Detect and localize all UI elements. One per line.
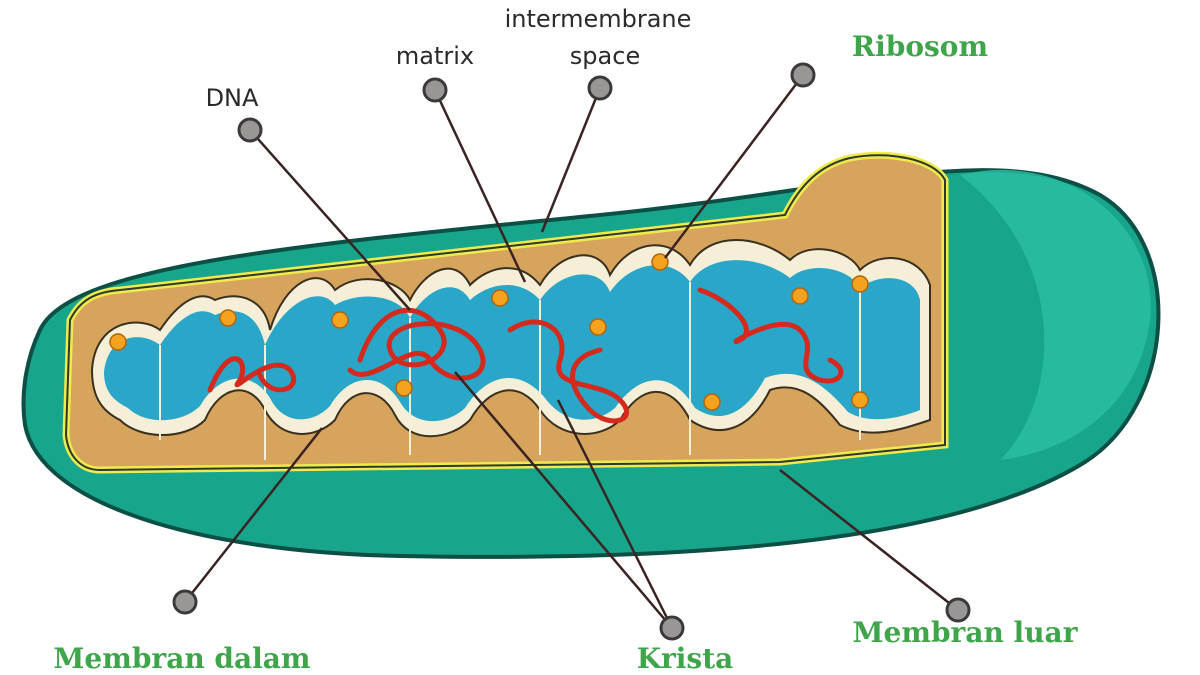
matrix-label: matrix: [396, 42, 474, 70]
matrix: [104, 260, 920, 422]
membran-dalam-pin: [172, 589, 198, 615]
krista-label: Krista: [637, 642, 734, 675]
dna-pin: [237, 117, 263, 143]
ribosomes: [109, 253, 869, 411]
ribosom-label: Ribosom: [852, 30, 988, 63]
intermembrane-pin: [587, 75, 613, 101]
leader-lines: [184, 74, 959, 629]
dna-strands: [207, 287, 844, 424]
membrane-outline: [64, 154, 946, 472]
outer-cap: [960, 169, 1151, 460]
membran-luar-pin: [945, 597, 971, 623]
space-label: space: [570, 42, 640, 70]
membran-dalam-label: Membran dalam: [53, 642, 310, 675]
dna-label: DNA: [206, 84, 259, 112]
membran-luar-label: Membran luar: [853, 616, 1079, 649]
matrix-pin: [422, 77, 448, 103]
intermembrane-label: intermembrane: [505, 5, 692, 33]
krista-pin: [659, 615, 685, 641]
ribosom-pin: [790, 62, 816, 88]
